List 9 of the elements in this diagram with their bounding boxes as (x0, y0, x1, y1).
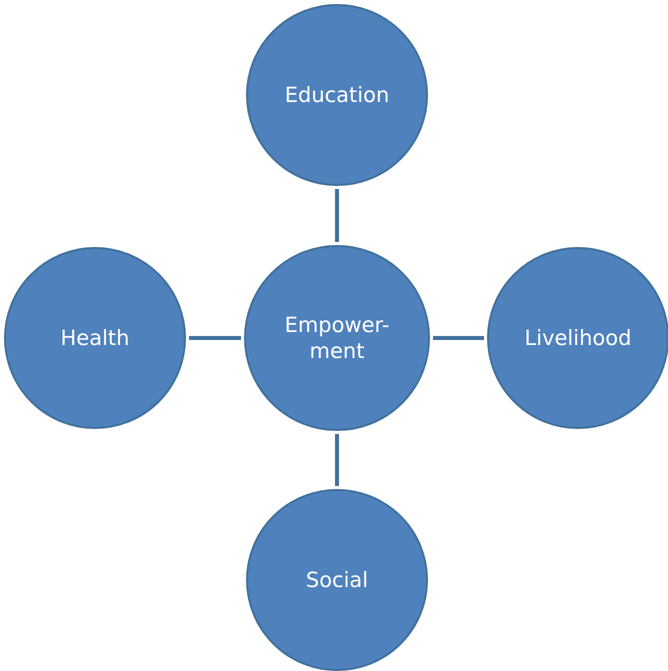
node-label: Health (60, 324, 130, 352)
node-label: Livelihood (524, 324, 632, 352)
connector-line (335, 189, 339, 242)
connector-line (433, 336, 484, 340)
node-label: Education (284, 82, 390, 108)
node-label: Social (304, 566, 370, 594)
connector-line (189, 336, 241, 340)
connector-line (335, 434, 339, 486)
node-label: Empower- ment (284, 312, 390, 364)
